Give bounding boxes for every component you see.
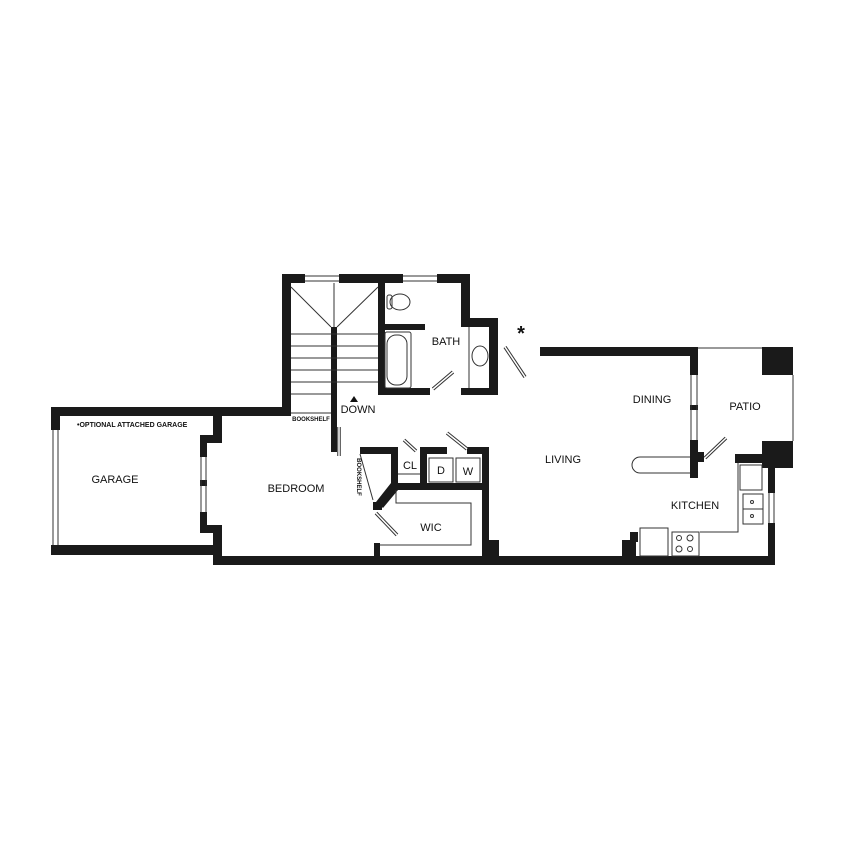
room-labels: GARAGE •OPTIONAL ATTACHED GARAGE BEDROOM… [77,323,761,534]
label-garage-note: •OPTIONAL ATTACHED GARAGE [77,422,188,429]
doors[interactable] [337,346,728,537]
label-patio: PATIO [729,401,761,413]
label-dining: DINING [633,394,672,406]
walls [51,274,794,565]
down-arrow-icon [350,396,358,402]
asterisk-marker: * [517,323,525,345]
label-bedroom: BEDROOM [268,483,325,495]
label-down: DOWN [341,404,376,416]
label-bath: BATH [432,336,461,348]
label-closet: CL [403,460,417,472]
label-garage: GARAGE [91,474,138,486]
fixtures [290,283,764,557]
label-living: LIVING [545,454,581,466]
label-wic: WIC [420,522,441,534]
label-bookshelf-side: BOOKSHELF [355,458,361,496]
label-dryer: D [437,465,445,477]
label-bookshelf-top: BOOKSHELF [292,417,330,423]
label-kitchen: KITCHEN [671,500,719,512]
label-washer: W [463,466,474,478]
stair-treads [291,333,378,395]
